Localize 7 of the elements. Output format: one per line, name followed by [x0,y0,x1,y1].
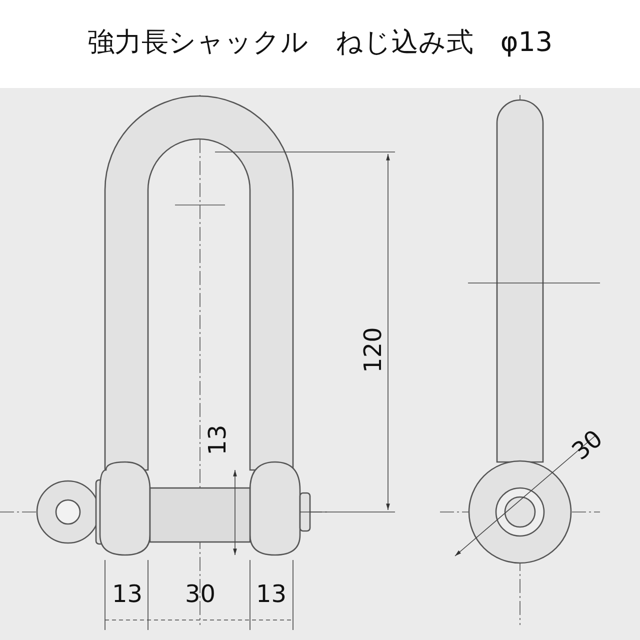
dimension-label: 13 [112,582,143,606]
title: 強力長シャックル ねじ込み式 φ13 [86,26,554,60]
dimension-label: 120 [360,327,385,373]
dimension-label: 13 [256,582,287,606]
dimension-label: 13 [205,424,230,456]
dimension-label: 30 [568,426,607,464]
dimension-label: 30 [185,582,216,606]
